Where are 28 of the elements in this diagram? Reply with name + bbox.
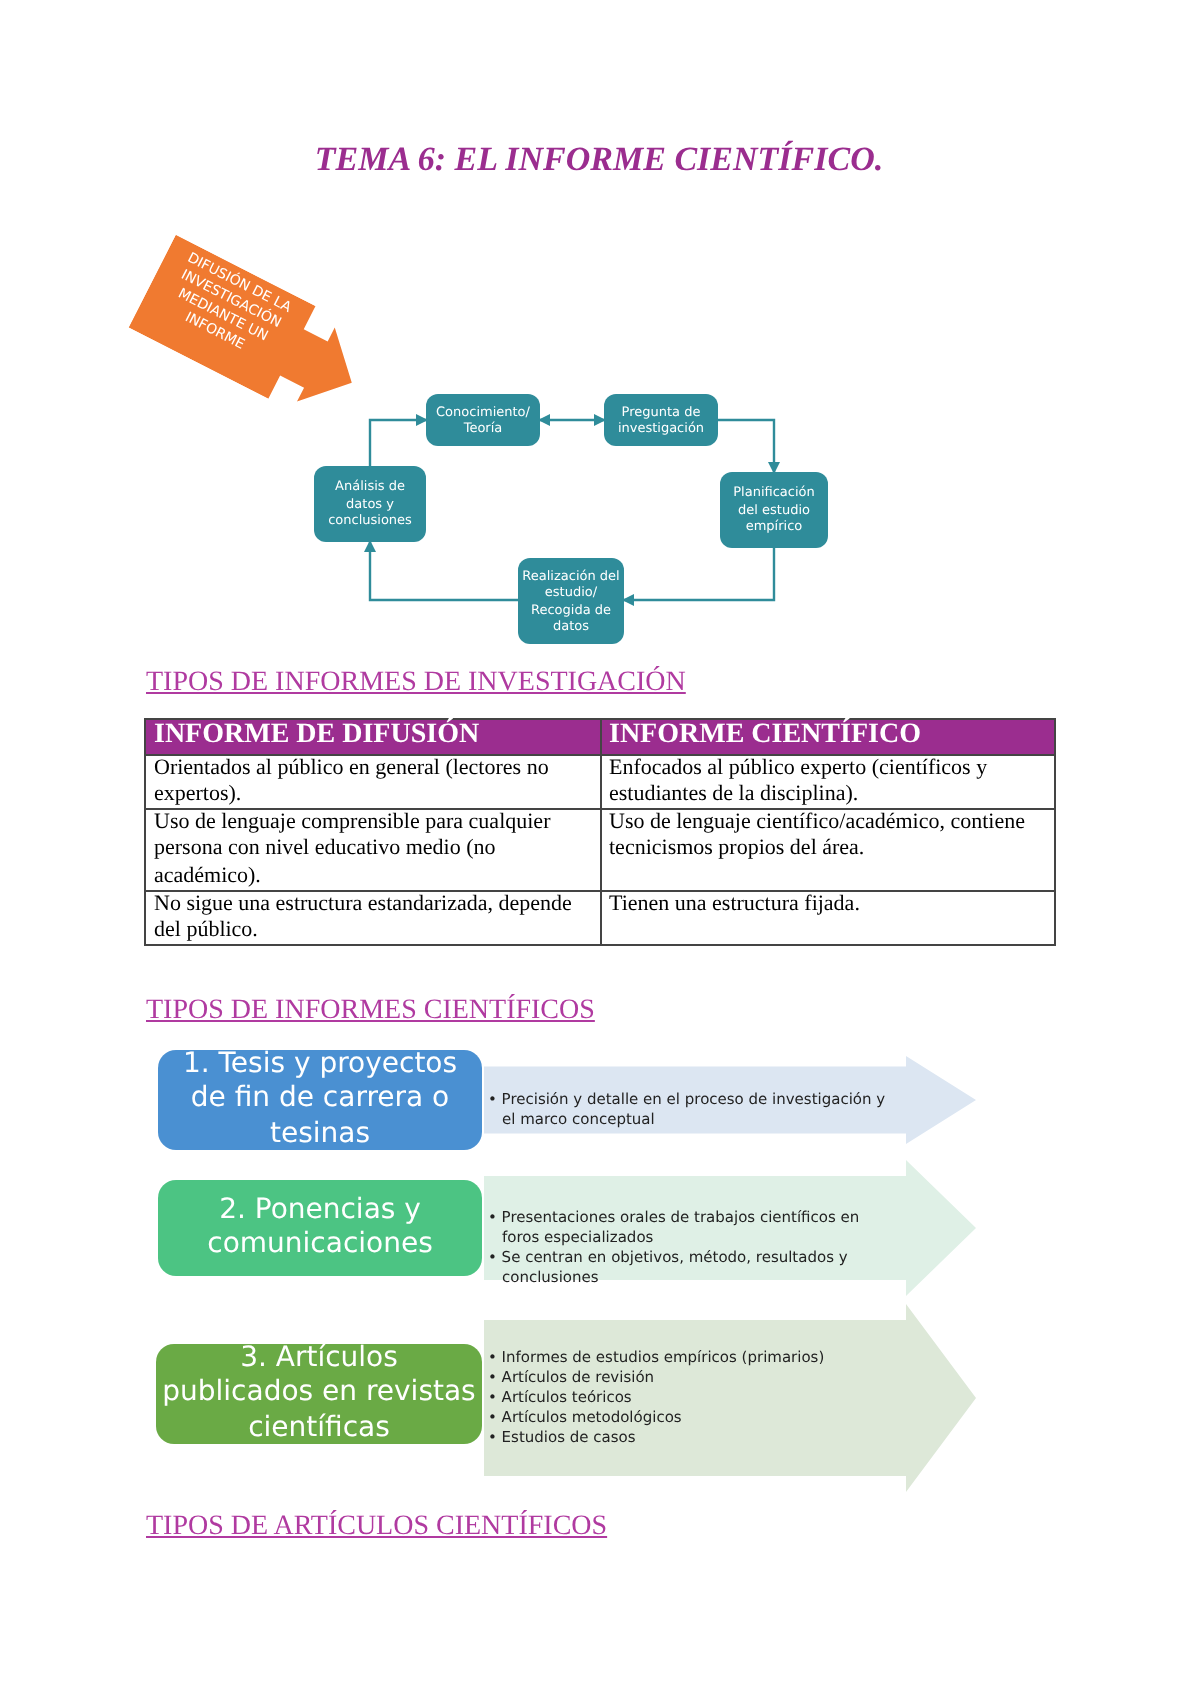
process-box [604,394,718,446]
section-heading: TIPOS DE ARTÍCULOS CIENTÍFICOS [146,1512,608,1544]
table-cell: Uso de lenguaje comprensible para cualquier persona con nivel educativo medio (no académico). [145,809,600,891]
box-label: 3. Artículos publicados en revistas científicas [162,1341,476,1447]
section-heading: TIPOS DE INFORMES CIENTÍFICOS [146,996,595,1028]
table-cell: Uso de lenguaje científico/académico, contiene tecnicismos propios del área. [600,809,1055,891]
table-cell: Enfocados al público experto (científicos y estudiantes de la disciplina). [600,754,1055,810]
box-label: 1. Tesis y proyectos de fin de carrera o tesinas [180,1047,460,1153]
page-title: TEMA 6: EL INFORME CIENTÍFICO. [312,140,886,180]
table-cell: No sigue una estructura estandarizada, depende del público. [145,890,600,946]
category-box [158,1050,482,1150]
process-box [314,466,426,542]
section-heading: TIPOS DE INFORMES DE INVESTIGACIÓN [146,668,686,700]
box-label: 2. Ponencias y comunicaciones [205,1193,435,1263]
arrow [622,548,776,606]
table-header-cell: INFORME CIENTÍFICO [600,719,1055,755]
arrow [718,418,780,474]
process-box [720,472,828,548]
pointer-banner [484,1056,976,1144]
process-box [426,394,540,446]
table-header-cell: INFORME DE DIFUSIÓN [145,719,600,755]
arrow [364,540,518,602]
pointer-banner [484,1304,976,1492]
double-arrow [538,414,606,426]
table-cell: Orientados al público en general (lectores no expertos). [145,754,600,810]
category-box [158,1180,482,1276]
table-cell: Tienen una estructura fijada. [600,890,1055,946]
pointer-banner [484,1160,976,1296]
